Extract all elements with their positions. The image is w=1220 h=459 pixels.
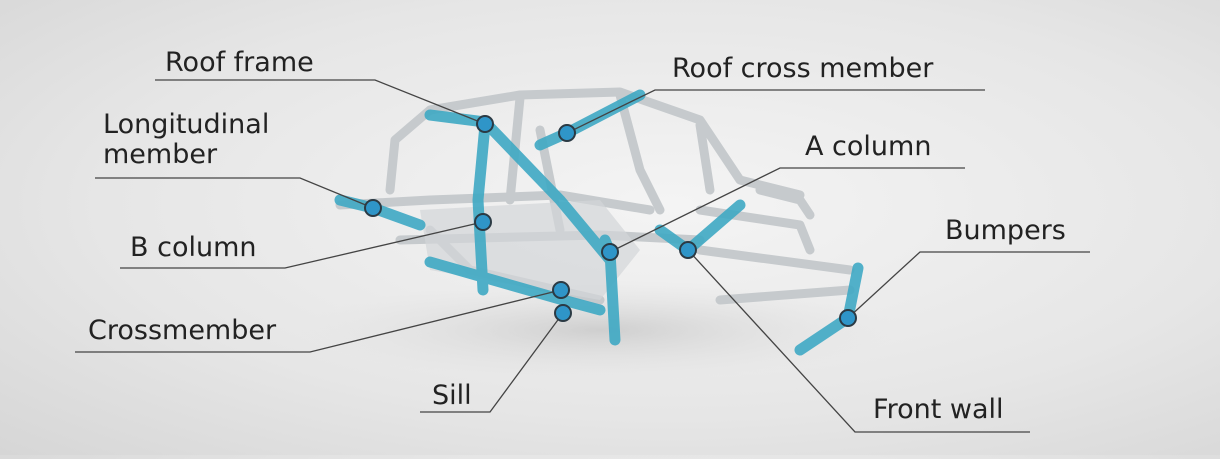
sill-part — [424, 256, 606, 316]
marker-front-wall — [679, 241, 697, 259]
marker-bumpers — [839, 309, 857, 327]
b-column-part — [472, 119, 491, 296]
label-sill: Sill — [432, 380, 472, 411]
label-front-wall: Front wall — [873, 394, 1004, 425]
marker-roof-cross-member — [558, 124, 576, 142]
marker-roof-frame — [476, 115, 494, 133]
leader-lines — [75, 79, 1090, 433]
label-a-column: A column — [805, 131, 932, 162]
label-b-column: B column — [130, 232, 257, 263]
markers — [364, 115, 857, 327]
marker-longitudinal-member — [364, 199, 382, 217]
roof-frame-part — [424, 109, 616, 266]
label-roof-cross-member: Roof cross member — [672, 53, 934, 84]
label-longitudinal-member-1: Longitudinal — [103, 109, 270, 140]
label-bumpers: Bumpers — [945, 215, 1066, 246]
marker-crossmember — [552, 281, 570, 299]
label-roof-frame: Roof frame — [165, 47, 314, 78]
label-crossmember: Crossmember — [88, 315, 277, 346]
marker-b-column — [474, 213, 492, 231]
marker-sill — [554, 304, 572, 322]
marker-a-column — [601, 243, 619, 261]
car-shadow — [300, 280, 900, 380]
label-longitudinal-member-2: member — [103, 139, 218, 170]
